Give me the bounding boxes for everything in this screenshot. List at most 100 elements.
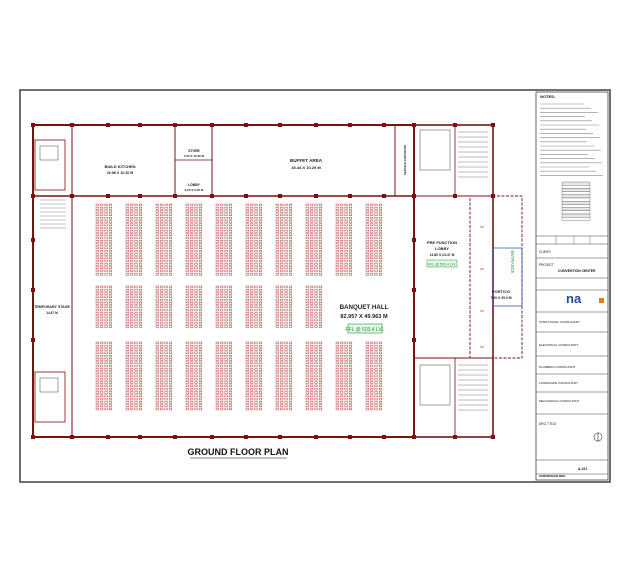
chair [374, 407, 378, 411]
chair [340, 345, 344, 348]
chair [348, 351, 353, 355]
chair [340, 223, 344, 226]
chair [245, 226, 249, 230]
chair [310, 354, 314, 358]
chair [95, 322, 99, 325]
chair [275, 315, 279, 318]
chair [168, 220, 173, 223]
chair [185, 348, 189, 351]
chair [378, 361, 383, 364]
chair [215, 285, 219, 289]
chair [340, 387, 344, 391]
chair [365, 249, 369, 253]
chair [224, 394, 228, 397]
chair [310, 273, 314, 276]
chair [194, 322, 198, 325]
chair [108, 407, 113, 411]
chair [100, 407, 104, 411]
chair [215, 210, 219, 213]
chair [185, 302, 189, 305]
chair [185, 318, 189, 322]
chair [378, 266, 383, 269]
chair [168, 404, 173, 407]
chair [164, 315, 168, 318]
chair [100, 243, 104, 246]
chair [250, 325, 254, 328]
chair [198, 285, 203, 289]
chair [164, 394, 168, 397]
chair [104, 249, 108, 253]
chair [280, 364, 284, 368]
chair [95, 243, 99, 246]
chair [134, 351, 138, 355]
chair [344, 407, 348, 411]
chair [305, 364, 309, 368]
chair [344, 236, 348, 240]
chair [344, 207, 348, 210]
chair [228, 226, 233, 230]
chair [250, 312, 254, 315]
chair [254, 203, 258, 207]
chair [224, 348, 228, 351]
chair [378, 404, 383, 407]
chair [374, 240, 378, 243]
chair [378, 384, 383, 388]
chair [310, 345, 314, 348]
chair [305, 246, 309, 250]
chair [378, 371, 383, 374]
chair [108, 384, 113, 388]
chair [194, 345, 198, 348]
chair [108, 253, 113, 256]
chair [250, 401, 254, 404]
chair [125, 207, 129, 210]
chair [245, 351, 249, 355]
chair [258, 298, 263, 302]
chair [275, 368, 279, 371]
chair [104, 253, 108, 256]
chair [100, 263, 104, 266]
chair [100, 308, 104, 312]
chair [340, 233, 344, 236]
chair [250, 361, 254, 364]
chair [250, 295, 254, 299]
chair [335, 391, 339, 394]
chair [194, 295, 198, 299]
chair [284, 401, 288, 404]
chair [318, 269, 323, 273]
chair [288, 216, 293, 220]
chair [365, 240, 369, 243]
chair [190, 216, 194, 220]
chair [314, 302, 318, 305]
chair [280, 404, 284, 407]
chair [348, 220, 353, 223]
chair [284, 364, 288, 368]
chair [108, 381, 113, 384]
chair [228, 253, 233, 256]
chair [280, 269, 284, 273]
chair [365, 216, 369, 220]
chair [130, 364, 134, 368]
chair [245, 263, 249, 266]
chair [250, 364, 254, 368]
chair [305, 236, 309, 240]
chair [335, 210, 339, 213]
chair [224, 236, 228, 240]
chair [190, 358, 194, 361]
chair [288, 236, 293, 240]
chair [190, 305, 194, 308]
chair [374, 404, 378, 407]
chair [245, 292, 249, 295]
chair [284, 216, 288, 220]
chair [305, 397, 309, 401]
chair [168, 345, 173, 348]
chair [138, 368, 143, 371]
chair [284, 289, 288, 292]
chair [314, 361, 318, 364]
chair [305, 213, 309, 217]
chair [335, 401, 339, 404]
chair [190, 351, 194, 355]
chair [288, 407, 293, 411]
chair [228, 325, 233, 328]
chair [215, 378, 219, 381]
chair [198, 374, 203, 378]
